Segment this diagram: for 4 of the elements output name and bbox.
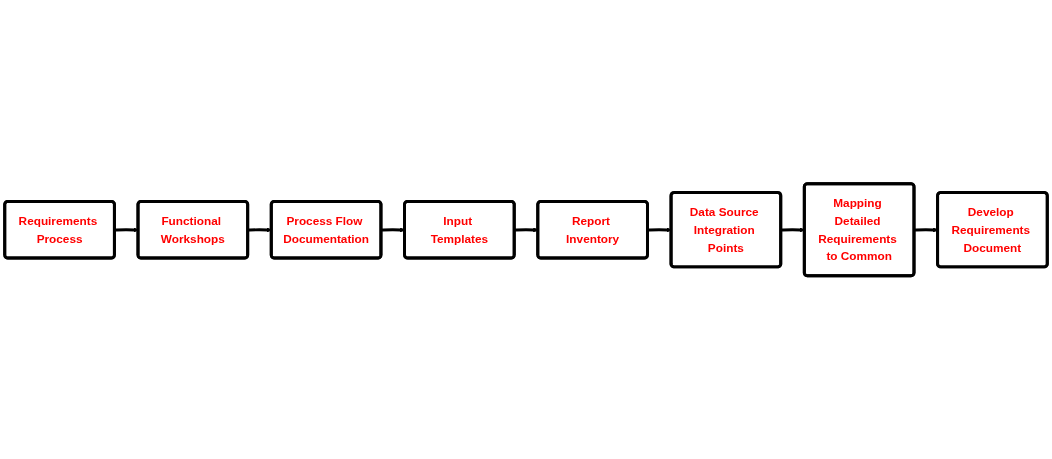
arrow — [247, 227, 272, 233]
arrow — [114, 227, 139, 233]
arrow — [647, 227, 672, 233]
arrow — [781, 227, 805, 233]
